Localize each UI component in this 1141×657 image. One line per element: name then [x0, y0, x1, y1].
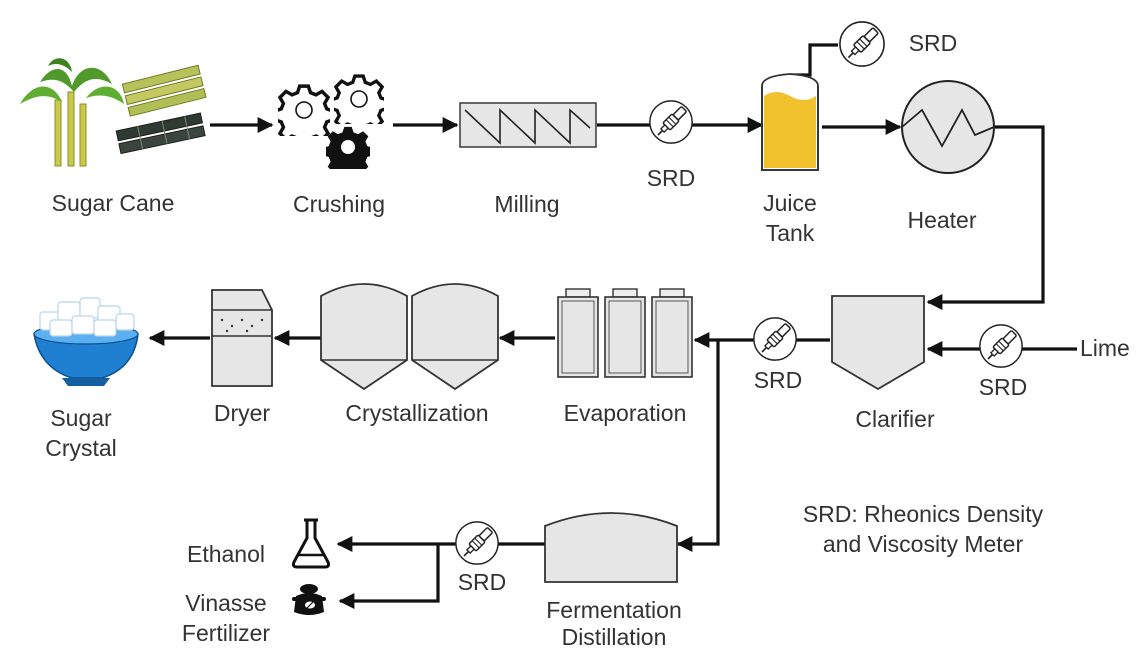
juice-tank	[761, 73, 819, 171]
srd-sensor-icon	[455, 521, 499, 565]
label-fermentation-line1: Fermentation	[546, 597, 682, 623]
evaporation-units	[557, 288, 693, 378]
label-vinasse-line1: Vinasse	[185, 590, 266, 616]
label-lime: Lime	[1080, 335, 1130, 361]
label-ethanol: Ethanol	[187, 541, 265, 567]
label-srd-clarifier: SRD	[754, 367, 803, 393]
label-juice-tank-line1: Juice	[763, 190, 817, 216]
label-juice-tank-line2: Tank	[766, 220, 815, 246]
srd-sensor-icon	[839, 21, 885, 67]
label-crushing: Crushing	[293, 191, 385, 217]
label-vinasse-line2: Fertilizer	[182, 620, 271, 646]
label-clarifier: Clarifier	[855, 406, 935, 432]
dryer-unit	[211, 289, 273, 387]
labels: Sugar Cane Crushing Milling SRD Juice Ta…	[45, 30, 1130, 650]
heater-exchanger	[901, 80, 995, 174]
srd-sensor-icon	[649, 100, 693, 144]
clarifier-vessel	[831, 295, 925, 391]
label-srd-milling: SRD	[647, 165, 696, 191]
srd-sensor-icon	[979, 324, 1023, 368]
sugar-cane-icon	[20, 58, 207, 167]
srd-sensor-icon	[753, 317, 797, 361]
crystallization-vessels	[320, 283, 499, 391]
flow-tank-to-srd	[790, 43, 838, 77]
label-srd-lime: SRD	[979, 374, 1028, 400]
label-sugar-crystal-line1: Sugar	[50, 405, 112, 431]
sugar-bowl-icon	[33, 297, 139, 386]
label-sugar-crystal-line2: Crystal	[45, 435, 117, 461]
fermentation-tank	[544, 512, 678, 583]
legend-line2: and Viscosity Meter	[823, 531, 1024, 557]
flow-heater-to-clarifier	[926, 125, 1045, 310]
milling-unit	[459, 102, 597, 148]
label-heater: Heater	[907, 207, 976, 233]
crushing-gears-icon	[278, 74, 384, 169]
legend-line1: SRD: Rheonics Density	[803, 501, 1044, 527]
label-milling: Milling	[494, 191, 559, 217]
flow-to-fermentation	[676, 340, 720, 552]
label-srd-fermentation: SRD	[458, 569, 507, 595]
label-evaporation: Evaporation	[564, 400, 687, 426]
label-sugar-cane: Sugar Cane	[52, 190, 175, 216]
label-crystallization: Crystallization	[345, 400, 488, 426]
label-srd-tank: SRD	[909, 30, 958, 56]
flow-to-vinasse	[338, 544, 440, 609]
label-fermentation-line2: Distillation	[562, 624, 667, 650]
flow-lines	[148, 43, 1077, 609]
fertilizer-bag-icon	[292, 584, 326, 615]
label-dryer: Dryer	[214, 400, 271, 426]
flask-icon	[291, 518, 331, 569]
